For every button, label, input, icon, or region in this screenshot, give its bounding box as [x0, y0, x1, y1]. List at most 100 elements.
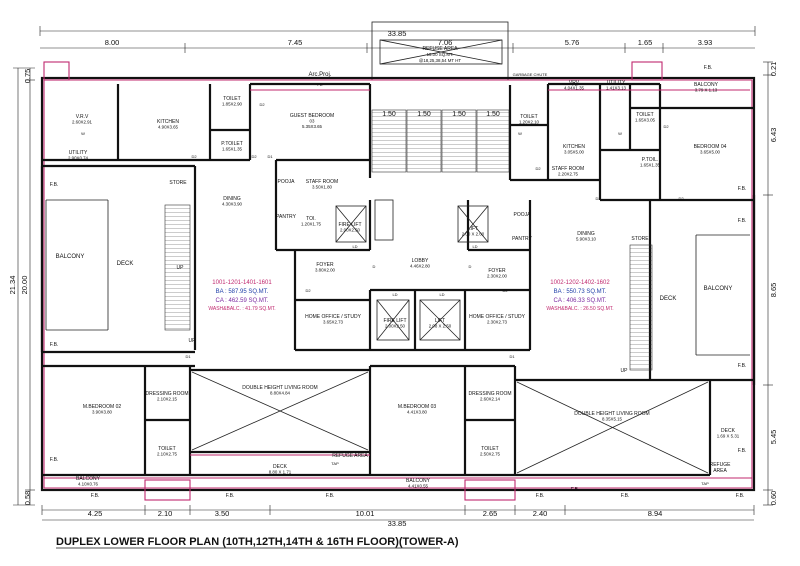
room-size-dining_l: 4.30X3.90: [222, 202, 243, 207]
room-name-foyer_l: FOYER: [316, 262, 334, 268]
room-name-home_l: HOME OFFICE / STUDY: [305, 314, 362, 320]
room-name-dining_l: DINING: [223, 196, 241, 202]
room-size-deck_lb: 8.80 X 1.71: [269, 470, 292, 475]
room-size-lift_t: 2.00 X 2.00: [462, 232, 485, 237]
room-size-balcony_bl: 4.10X0.76: [78, 482, 99, 487]
room-name-mbed03: M.BEDROOM 03: [398, 404, 437, 410]
room-name-kitchen_r: KITCHEN: [563, 144, 585, 150]
room-size-ptoil_r: 1.65X1.35: [640, 163, 661, 168]
room-name-guest: GUEST BEDROOM: [290, 113, 334, 119]
unit-left-wash: WASH&BALC. : 41.79 SQ.MT.: [208, 306, 275, 312]
bottom-dimensions: 4.25 2.10 3.50 10.01 2.65 2.40 8.94 33.8…: [41, 505, 755, 528]
refuse-top-name: REFUSE AREA: [422, 46, 458, 52]
dim-right-3: 5.45: [769, 430, 778, 445]
double-height-voids: [45, 199, 750, 474]
pooja-label-left: POOJA: [278, 179, 296, 185]
room-name-toilet_rb: TOILET: [481, 446, 498, 452]
fb-right-3: F.B.: [738, 363, 747, 369]
room-size-home_l: 3.65X2.73: [323, 320, 344, 325]
room-name-firelift_t: FIRE LIFT: [338, 222, 361, 228]
fb-left-3: F.B.: [50, 457, 59, 463]
room-name-dining_r: DINING: [577, 231, 595, 237]
stair-width-1: 1.50: [417, 111, 431, 118]
d2-label-7: D2: [678, 196, 684, 201]
balcony-label-left: BALCONY: [56, 254, 85, 260]
room-name-lobby: LOBBY: [412, 258, 429, 264]
top-dimensions: 33.85 8.00 7.45 7.06 5.76 1.65 3.93: [39, 26, 756, 53]
d2-label-1: D2: [191, 154, 197, 159]
dim-left-2: 20.00: [20, 276, 29, 295]
pooja-label-right: POOJA: [514, 212, 532, 218]
room-size-foyer_l: 3.80X2.00: [315, 268, 336, 273]
garbage-chute-label: GARBAGE CHUTE: [513, 72, 548, 77]
room-name-balcony_tr: BALCONY: [694, 82, 719, 88]
dim-left-1: 21.34: [8, 276, 17, 295]
d2-label-4: D2: [305, 288, 311, 293]
unit-right-areas: 1002-1202-1402-1602 BA : 550.73 SQ.MT. C…: [546, 280, 613, 312]
room-name-toi_l: TOI.: [306, 216, 316, 222]
refuse-top-area: 15.00 SQ.MT.: [427, 52, 454, 57]
room-size-toilet_m: 1.20X2.10: [519, 120, 540, 125]
dim-right-1: 6.43: [769, 128, 778, 143]
plan-title: DUPLEX LOWER FLOOR PLAN (10TH,12TH,14TH …: [56, 536, 459, 548]
d2-label-2: D2: [259, 102, 265, 107]
room-size-kitchen_r: 3.05X5.00: [564, 150, 585, 155]
fb-bottom-2: F.B.: [226, 493, 235, 499]
room-size-bed04: 3.65X5.00: [700, 150, 721, 155]
dim-bottom-0: 4.25: [88, 509, 103, 518]
room-name-toilet_l1: TOILET: [223, 96, 240, 102]
right-dimensions: 0.21 6.43 8.65 5.45 0.60: [763, 62, 778, 505]
up-label-left-2: UP: [189, 338, 197, 344]
fb-bottom-7: F.B.: [571, 487, 580, 493]
d2-label-9: D2: [663, 124, 669, 129]
refuge-right-2: AREA: [713, 468, 727, 474]
arc-proj-label: Arc.Proj.: [308, 72, 331, 78]
room-size-vrv_r: 4.04X1.35: [564, 86, 585, 91]
unit-left-ba: BA : 587.95 SQ.MT.: [216, 289, 269, 295]
room-name-mbed02: M.BEDROOM 02: [83, 404, 122, 410]
room-sub-guest: 03: [310, 119, 315, 124]
left-dimensions: 0.75 21.34 20.00 0.58: [8, 67, 35, 506]
deck-label-left: DECK: [117, 261, 134, 267]
room-size-home_r: 2.30X2.73: [487, 320, 508, 325]
room-size-balcony_bm: 4.41X0.55: [408, 484, 429, 489]
fb-right-4: F.B.: [738, 448, 747, 454]
store-label-left: STORE: [169, 180, 187, 186]
room-size-lift_b: 2.08 X 2.50: [429, 324, 452, 329]
room-size-guest: 5.35X3.65: [302, 124, 323, 129]
ld-label-4: LD: [439, 292, 444, 297]
tap-label-right: TAP: [701, 481, 709, 486]
dim-top-4: 1.65: [638, 38, 653, 47]
d2-label-6: D2: [595, 196, 601, 201]
unit-right-ca: CA : 406.33 SQ.MT.: [553, 298, 606, 304]
dim-bottom-4: 2.65: [483, 509, 498, 518]
refuge-right-1: REFUGE: [710, 462, 732, 468]
fb-left-1: F.B.: [50, 182, 59, 188]
dim-bottom-6: 8.94: [648, 509, 663, 518]
room-name-ptoilet_l: P.TOILET: [221, 141, 243, 147]
fb-right-1: F.B.: [738, 186, 747, 192]
room-name-staff_r: STAFF ROOM: [552, 166, 584, 172]
unit-right-ba: BA : 550.73 SQ.MT.: [554, 289, 607, 295]
dim-top-1: 7.45: [288, 38, 303, 47]
room-name-deck_r: DECK: [721, 428, 736, 434]
dim-right-2: 8.65: [769, 283, 778, 298]
room-name-kitchen_l: KITCHEN: [157, 119, 179, 125]
room-name-vrv_r: VRV: [569, 80, 580, 86]
d-label-1: D: [373, 264, 376, 269]
room-size-utility_l: 2.90X0.74: [68, 156, 89, 161]
w-label-1: W: [81, 131, 85, 136]
room-size-firelift_b: 2.00X2.50: [385, 324, 406, 329]
dim-left-3: 0.58: [23, 491, 32, 506]
dim-bottom-1: 2.10: [158, 509, 173, 518]
room-size-deck_r: 1.69 X 5.31: [717, 434, 740, 439]
room-name-firelift_b: FIRE LIFT: [383, 318, 406, 324]
room-size-toilet_lb: 2.10X2.75: [157, 452, 178, 457]
refuge-area-left: REFUGE AREA: [332, 453, 368, 459]
room-size-toi_l: 1.20X1.75: [301, 222, 322, 227]
pantry-label-right: PANTRY: [512, 236, 532, 242]
room-name-dhl_l: DOUBLE HEIGHT LIVING ROOM: [242, 385, 317, 391]
room-name-dress_l: DRESSING ROOM: [145, 391, 188, 397]
dim-top-3: 5.76: [565, 38, 580, 47]
